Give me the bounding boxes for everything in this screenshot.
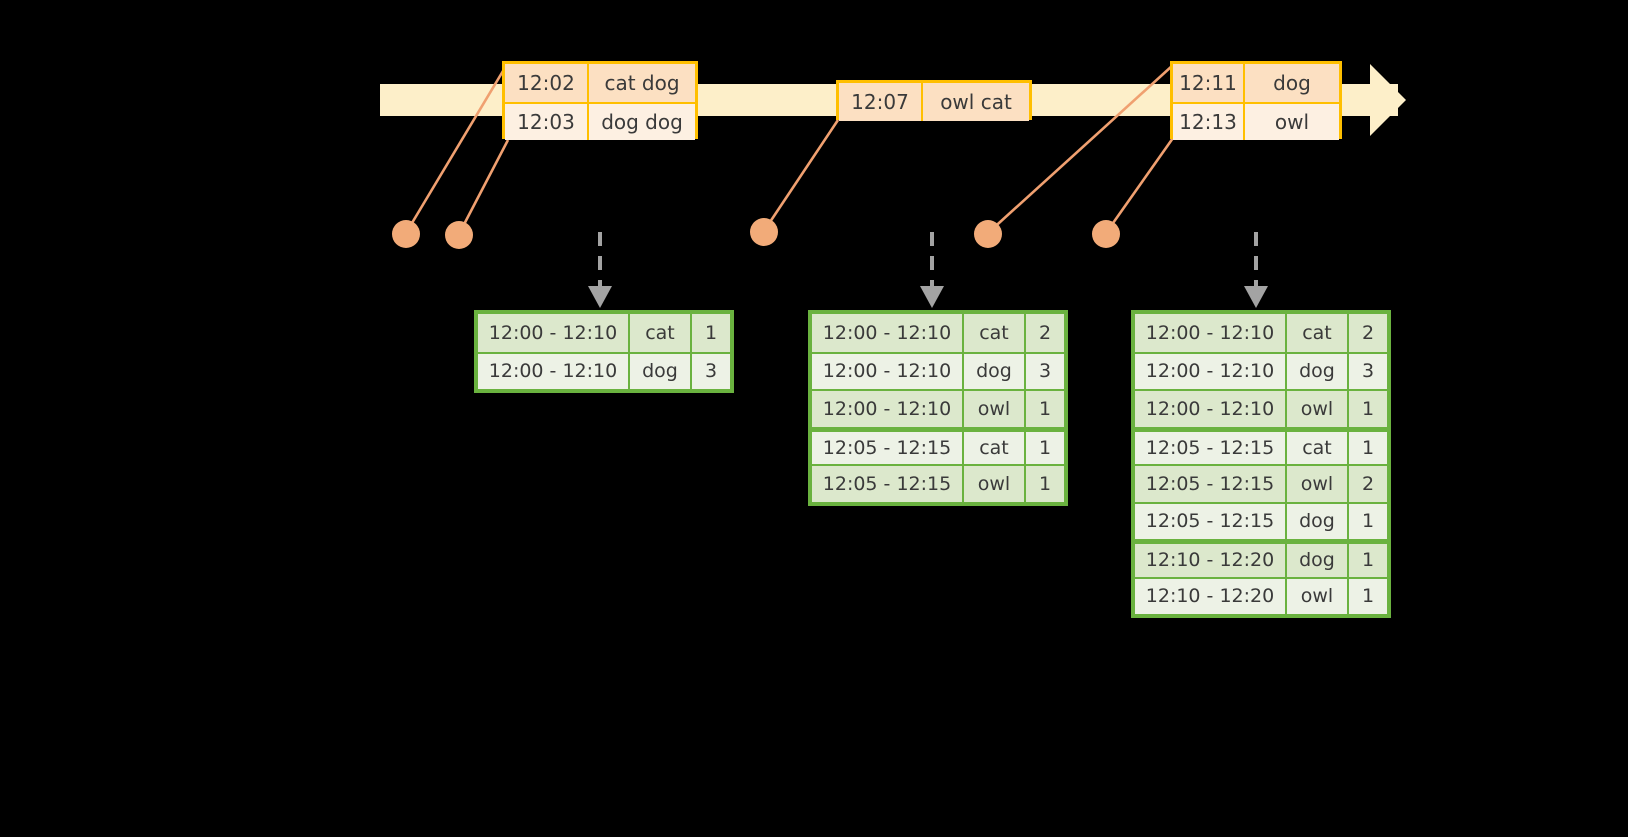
window-cell: 12:00 - 12:10: [812, 391, 962, 427]
event-row[interactable]: 12:02 cat dog: [505, 64, 695, 102]
event-time: 12:07: [839, 83, 923, 121]
trigger-arrow-3: [1244, 232, 1268, 308]
event-dots: [392, 218, 1120, 249]
event-dot-1: [392, 220, 420, 248]
window-cell: 12:00 - 12:10: [478, 353, 628, 389]
event-words: dog dog: [589, 104, 695, 140]
count-cell: 1: [1024, 391, 1064, 427]
trigger-arrows: [588, 232, 1268, 308]
trigger-arrow-1: [588, 232, 612, 308]
word-cell: owl: [1285, 578, 1347, 614]
count-cell: 1: [1347, 578, 1387, 614]
event-dot-2: [445, 221, 473, 249]
count-cell: 3: [1347, 353, 1387, 389]
count-cell: 3: [1024, 353, 1064, 389]
event-dot-3: [750, 218, 778, 246]
word-cell: dog: [1285, 544, 1347, 577]
word-cell: owl: [962, 391, 1024, 427]
count-cell: 1: [1024, 466, 1064, 502]
word-cell: dog: [962, 353, 1024, 389]
event-group-3[interactable]: 12:11 dog 12:13 owl: [1170, 61, 1342, 140]
event-words: dog: [1245, 64, 1339, 102]
count-cell: 1: [1347, 544, 1387, 577]
window-cell: 12:10 - 12:20: [1135, 544, 1285, 577]
word-cell: cat: [1285, 431, 1347, 464]
trigger-arrow-2: [920, 232, 944, 308]
window-cell: 12:05 - 12:15: [1135, 466, 1285, 502]
event-words: cat dog: [589, 64, 695, 102]
count-cell: 1: [1347, 503, 1387, 539]
window-cell: 12:00 - 12:10: [1135, 353, 1285, 389]
window-cell: 12:05 - 12:15: [812, 466, 962, 502]
word-cell: dog: [1285, 353, 1347, 389]
window-cell: 12:05 - 12:15: [1135, 431, 1285, 464]
window-cell: 12:00 - 12:10: [478, 314, 628, 352]
word-cell: cat: [628, 314, 690, 352]
count-cell: 2: [1024, 314, 1064, 352]
window-cell: 12:00 - 12:10: [1135, 391, 1285, 427]
word-cell: cat: [962, 314, 1024, 352]
window-cell: 12:00 - 12:10: [812, 314, 962, 352]
event-group-1[interactable]: 12:02 cat dog 12:03 dog dog: [502, 61, 698, 140]
window-cell: 12:05 - 12:15: [812, 431, 962, 464]
window-cell: 12:00 - 12:10: [1135, 314, 1285, 352]
count-cell: 1: [1347, 431, 1387, 464]
word-cell: dog: [1285, 503, 1347, 539]
count-cell: 3: [690, 353, 730, 389]
word-cell: cat: [962, 431, 1024, 464]
event-words: owl: [1245, 104, 1339, 140]
count-cell: 2: [1347, 466, 1387, 502]
word-cell: owl: [1285, 391, 1347, 427]
count-cell: 1: [1024, 431, 1064, 464]
word-cell: cat: [1285, 314, 1347, 352]
event-time: 12:03: [505, 104, 589, 140]
window-cell: 12:05 - 12:15: [1135, 503, 1285, 539]
event-row[interactable]: 12:13 owl: [1173, 102, 1339, 140]
count-cell: 1: [690, 314, 730, 352]
event-row[interactable]: 12:03 dog dog: [505, 102, 695, 140]
event-words: owl cat: [923, 83, 1029, 121]
window-cell: 12:10 - 12:20: [1135, 578, 1285, 614]
count-cell: 2: [1347, 314, 1387, 352]
window-cell: 12:00 - 12:10: [812, 353, 962, 389]
event-dot-4: [974, 220, 1002, 248]
event-time: 12:02: [505, 64, 589, 102]
event-time: 12:13: [1173, 104, 1245, 140]
word-cell: dog: [628, 353, 690, 389]
count-cell: 1: [1347, 391, 1387, 427]
event-row[interactable]: 12:07 owl cat: [839, 83, 1029, 121]
event-row[interactable]: 12:11 dog: [1173, 64, 1339, 102]
word-cell: owl: [1285, 466, 1347, 502]
event-dot-5: [1092, 220, 1120, 248]
word-cell: owl: [962, 466, 1024, 502]
event-time: 12:11: [1173, 64, 1245, 102]
event-group-2[interactable]: 12:07 owl cat: [836, 80, 1032, 121]
